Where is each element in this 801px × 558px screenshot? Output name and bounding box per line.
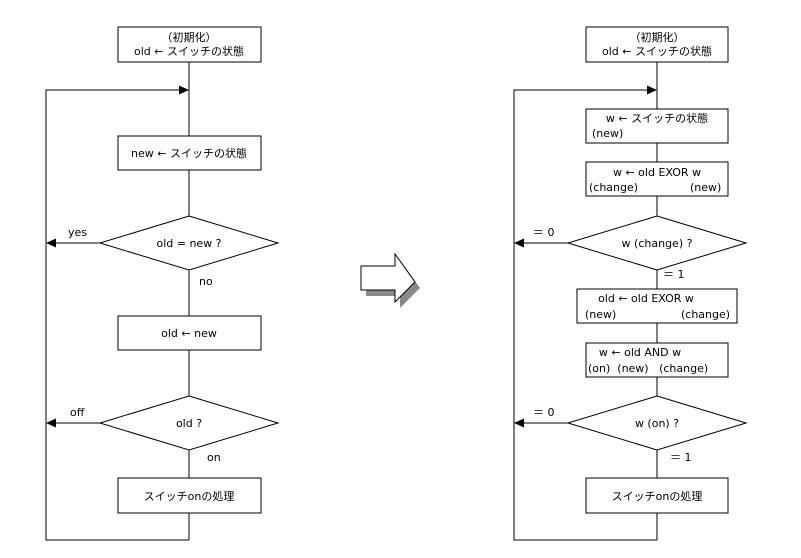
right-step4-label-1: w ← old AND w (599, 346, 681, 359)
right-step3-sub-2: (change) (681, 308, 730, 321)
left-read-switch-label: new ← スイッチの状態 (131, 146, 247, 160)
right-zero-label-1: ＝ 0 (533, 226, 555, 239)
right-step1-label-2: (new) (592, 127, 623, 140)
right-decision-change-label: w (change) ? (622, 237, 693, 250)
right-step2-sub-2: (new) (690, 181, 721, 194)
right-zero-arrowhead-2 (514, 418, 524, 428)
right-flowchart: （初期化） old ← スイッチの状態 w ← スイッチの状態 (new) w … (513, 26, 748, 541)
left-init-label-1: （初期化） (162, 30, 217, 44)
right-zero-arrowhead-1 (514, 238, 524, 248)
right-step3-sub-1: (new) (585, 308, 616, 321)
right-step4-box (585, 342, 729, 378)
right-one-label-1: ＝ 1 (663, 268, 685, 281)
right-process-label: スイッチonの処理 (612, 490, 703, 503)
left-loop-arrowhead (179, 85, 189, 95)
right-one-label-2: ＝ 1 (670, 451, 692, 464)
left-init-label-2: old ← スイッチの状態 (134, 44, 244, 58)
right-init-box (585, 26, 729, 63)
left-flowchart: （初期化） old ← スイッチの状態 new ← スイッチの状態 old = … (45, 26, 280, 541)
right-zero-label-2: ＝ 0 (533, 406, 555, 419)
left-off-label: off (70, 406, 85, 419)
left-assign-label: old ← new (161, 327, 217, 340)
right-loop-back-line (513, 89, 657, 541)
left-decision-compare-label: old = new ? (156, 237, 221, 250)
right-step2-label-1: w ← old EXOR w (613, 166, 701, 179)
left-read-switch-box (117, 135, 262, 171)
right-step3-label-1: old ← old EXOR w (598, 292, 694, 305)
right-step3-box (576, 288, 738, 324)
block-right-arrow-icon (360, 252, 420, 308)
left-process-label: スイッチonの処理 (144, 490, 235, 503)
right-init-label-2: old ← スイッチの状態 (602, 44, 712, 58)
left-init-box (117, 26, 262, 63)
right-decision-on-label: w (on) ? (635, 417, 679, 430)
right-step2-box (585, 161, 729, 197)
right-step1-label-1: w ← スイッチの状態 (606, 111, 708, 125)
right-loop-arrowhead (647, 85, 657, 95)
right-step4-sub: (on) (new) (change) (588, 362, 708, 375)
right-step1-box (585, 108, 729, 144)
left-yes-label: yes (68, 226, 87, 239)
left-no-label: no (199, 275, 213, 288)
left-on-label: on (207, 451, 221, 464)
left-loop-back-line (45, 89, 189, 541)
left-decision-old-label: old ? (176, 417, 202, 430)
left-yes-arrowhead (46, 238, 56, 248)
right-process-box (585, 477, 729, 514)
right-step2-sub-1: (change) (589, 181, 638, 194)
left-off-arrowhead (46, 418, 56, 428)
right-init-label-1: （初期化） (630, 30, 685, 44)
left-assign-box (117, 315, 262, 351)
